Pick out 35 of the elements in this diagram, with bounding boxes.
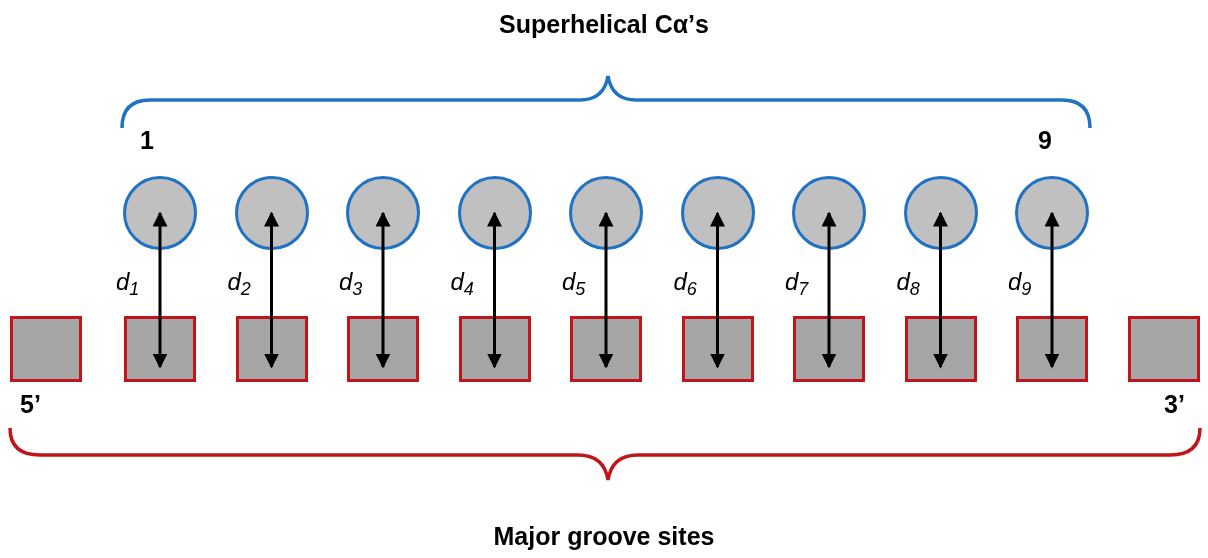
double-arrow — [821, 211, 837, 369]
end-label: 1 — [140, 128, 154, 153]
square-box — [681, 316, 754, 382]
end-label: 3’ — [1164, 392, 1185, 417]
end-label: 9 — [1038, 128, 1052, 153]
square-box — [124, 316, 196, 382]
double-arrow — [487, 211, 502, 369]
square-box — [1128, 316, 1200, 382]
square-box — [793, 316, 865, 382]
double-arrow — [598, 211, 614, 369]
edge-label: d$_{5}$ — [562, 270, 586, 294]
edge-label: d$_{6}$ — [673, 270, 697, 294]
double-arrow — [375, 211, 391, 369]
square-box — [347, 316, 419, 382]
caption: Major groove sites — [492, 521, 716, 552]
edge-label: d$_{7}$ — [785, 270, 809, 294]
square-box — [1016, 316, 1088, 382]
edge-label: d$_{2}$ — [227, 270, 251, 294]
title: Superhelical Cα’s — [498, 9, 710, 40]
double-arrow — [152, 211, 168, 369]
edge-label: d$_{3}$ — [339, 270, 363, 294]
double-arrow — [264, 211, 279, 369]
double-arrow — [933, 211, 948, 369]
square-box — [235, 316, 308, 382]
edge-label: d$_{4}$ — [450, 270, 474, 294]
edge-label: d$_{9}$ — [1008, 270, 1032, 294]
square-box — [904, 316, 977, 382]
double-arrow — [710, 211, 725, 369]
square-box — [570, 316, 642, 382]
double-arrow — [1044, 211, 1060, 369]
end-label: 5’ — [20, 392, 41, 417]
square-box — [10, 316, 82, 382]
square-box — [458, 316, 531, 382]
edge-label: d$_{8}$ — [896, 270, 920, 294]
edge-label: d$_{1}$ — [116, 270, 140, 294]
